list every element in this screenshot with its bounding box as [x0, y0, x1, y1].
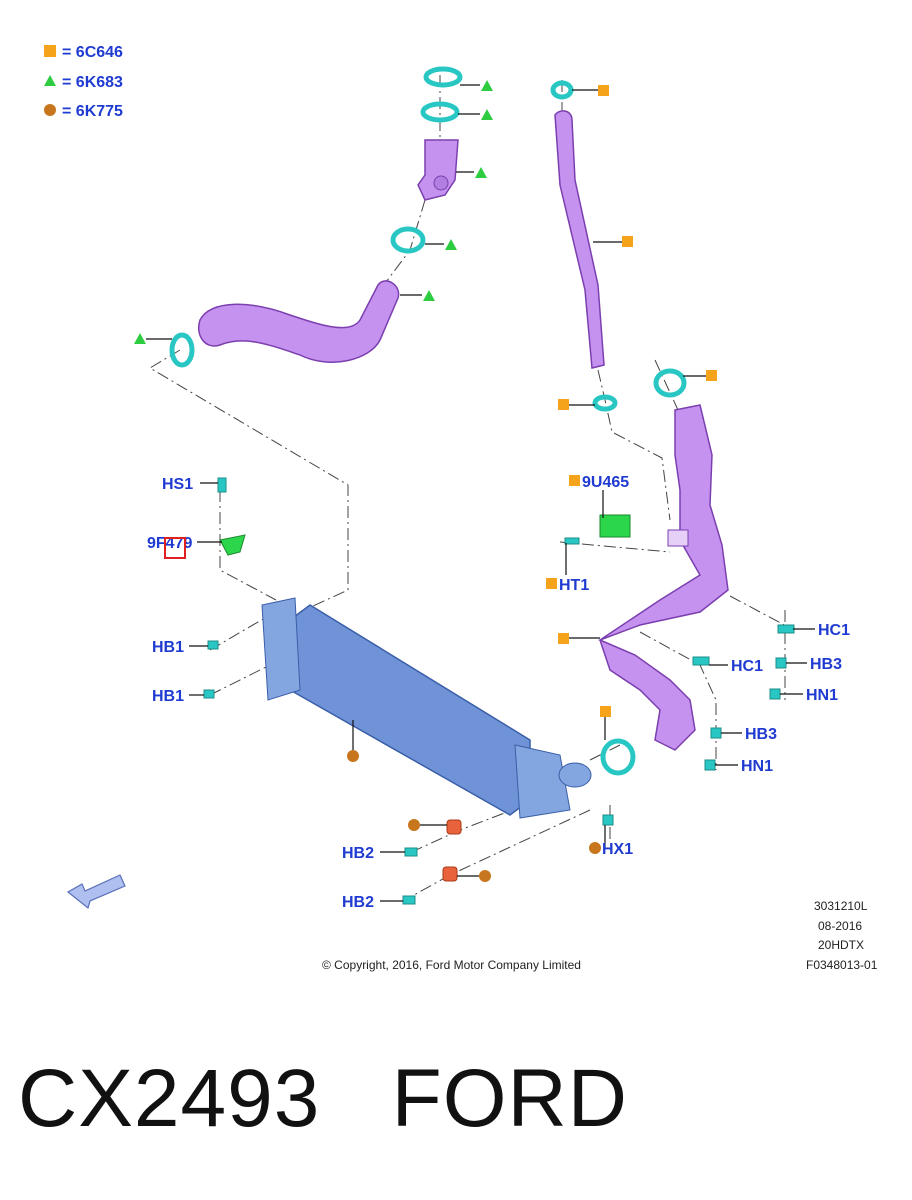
callout-ht1: HT1 — [559, 577, 589, 594]
hose-clamp — [550, 80, 574, 100]
triangle-marker-icon — [423, 290, 435, 301]
direction-arrow-icon — [66, 874, 126, 910]
triangle-marker-icon — [475, 167, 487, 178]
legend-triangle-icon — [44, 75, 56, 86]
hose-elbow — [417, 139, 459, 201]
legend-label-6c646: = 6C646 — [62, 44, 123, 61]
square-marker-icon — [546, 578, 557, 589]
parts-diagram: = 6C646 = 6K683 = 6K775 — [44, 44, 878, 972]
callout-hb2: HB2 — [342, 894, 374, 911]
callout-hb1: HB1 — [152, 639, 184, 656]
triangle-marker-icon — [445, 239, 457, 250]
part-number-caption: CX2493 FORD — [18, 1053, 628, 1144]
callouts: HS1 9F479 HB1 HB1 9U465 HT1 HC1 HC1 HB3 … — [147, 474, 850, 911]
triangle-marker-icon — [134, 333, 146, 344]
triangle-marker-icon — [481, 109, 493, 120]
vent-hose — [554, 110, 605, 369]
callout-hx1: HX1 — [602, 841, 633, 858]
square-marker-icon — [598, 85, 609, 96]
outlet-hose — [597, 368, 729, 776]
legend-square-icon — [44, 45, 56, 57]
circle-marker-icon — [408, 819, 420, 831]
triangle-marker-icon — [481, 80, 493, 91]
upper-left-hose — [169, 66, 463, 368]
drawing-date: 08-2016 — [818, 919, 862, 933]
square-marker-icon — [569, 475, 580, 486]
drawing-info: 3031210L 08-2016 20HDTX F0348013-01 © Co… — [322, 899, 878, 972]
callout-hc1: HC1 — [731, 658, 763, 675]
circle-marker-icon — [347, 750, 359, 762]
callout-hb3: HB3 — [810, 656, 842, 673]
drawing-code: 3031210L — [814, 899, 868, 913]
intercooler — [261, 597, 592, 819]
hose-clamp — [600, 738, 636, 776]
leaders — [134, 80, 815, 902]
callout-hs1: HS1 — [162, 476, 193, 493]
outlet-pipe — [597, 404, 729, 751]
circle-marker-icon — [479, 870, 491, 882]
square-marker-icon — [600, 706, 611, 717]
highlight-box — [164, 537, 186, 559]
square-marker-icon — [622, 236, 633, 247]
callout-hn1: HN1 — [741, 758, 773, 775]
hose-clamp — [390, 226, 426, 254]
callout-9u465: 9U465 — [582, 474, 629, 491]
circle-marker-icon — [589, 842, 601, 854]
figure-number: F0348013-01 — [806, 958, 878, 972]
square-marker-icon — [558, 399, 569, 410]
legend-circle-icon — [44, 104, 56, 116]
hose-clamp — [653, 368, 687, 398]
intake-hose — [198, 280, 400, 363]
upper-right-hose — [550, 80, 618, 412]
square-marker-icon — [706, 370, 717, 381]
hose-clamp — [592, 394, 618, 412]
callout-hc1: HC1 — [818, 622, 850, 639]
legend-label-6k775: = 6K775 — [62, 103, 123, 120]
legend: = 6C646 = 6K683 = 6K775 — [44, 44, 123, 120]
hose-clamp — [420, 101, 460, 123]
legend-label-6k683: = 6K683 — [62, 74, 123, 91]
hose-clamp — [423, 66, 463, 88]
callout-9f479: 9F479 — [147, 535, 192, 552]
square-marker-icon — [558, 633, 569, 644]
callout-hb2: HB2 — [342, 845, 374, 862]
callout-hn1: HN1 — [806, 687, 838, 704]
fasteners — [203, 477, 795, 905]
hose-clamp — [169, 332, 195, 368]
callout-hb3: HB3 — [745, 726, 777, 743]
copyright-text: © Copyright, 2016, Ford Motor Company Li… — [322, 958, 581, 972]
intercooler-core — [289, 604, 531, 816]
callout-hb1: HB1 — [152, 688, 184, 705]
engine-code: 20HDTX — [818, 938, 864, 952]
